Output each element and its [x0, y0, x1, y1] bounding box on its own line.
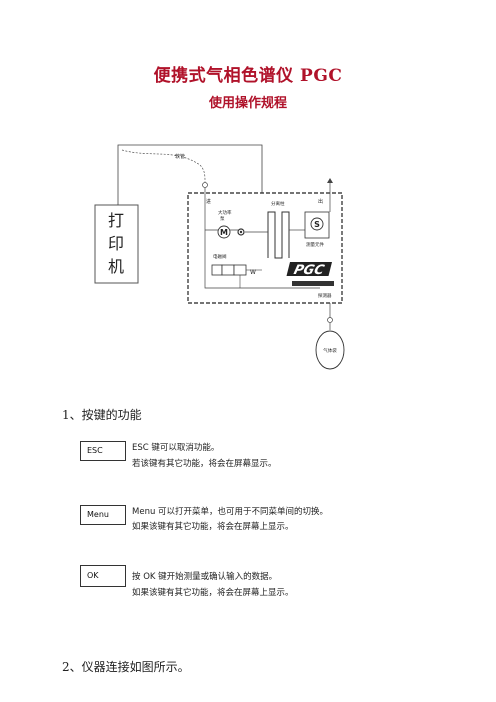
outlet-label: 出	[318, 198, 323, 205]
hose-label: 软管	[175, 153, 185, 160]
probe-label: 探测器	[318, 292, 332, 299]
printer-box	[94, 204, 139, 284]
ok-desc-line1: 按 OK 键开始测量或确认输入的数据。	[132, 572, 278, 582]
inlet-label: 进	[206, 198, 211, 205]
hose-connector	[202, 182, 208, 188]
printer-char-3: 机	[108, 257, 124, 276]
document-subtitle: 使用操作规程	[208, 96, 287, 111]
svg-text:M: M	[220, 228, 228, 237]
brand-strip	[292, 281, 334, 286]
pump-label-line1: 大功率	[218, 209, 232, 216]
printer-char-2: 印	[108, 234, 124, 253]
pgc-logo: PGC	[286, 262, 332, 278]
esc-desc-line2: 若该键有其它功能，将会在屏幕显示。	[132, 459, 277, 469]
hose-line	[121, 149, 206, 183]
detector-icon	[310, 217, 324, 231]
printer-char-1: 打	[108, 211, 124, 230]
printer-cable	[117, 144, 263, 205]
menu-desc-line1: Menu 可以打开菜单，也可用于不同菜单间的切换。	[132, 507, 329, 517]
menu-desc-line2: 如果该键有其它功能，将会在屏幕上显示。	[132, 522, 294, 532]
ok-key: OK	[80, 565, 126, 587]
section1-heading: 1、按键的功能	[62, 408, 142, 422]
section2-heading: 2、仪器连接如图所示。	[62, 660, 190, 674]
esc-desc-line1: ESC 键可以取消功能。	[132, 443, 220, 453]
pump-icon	[217, 225, 231, 239]
svg-text:W: W	[250, 269, 256, 276]
svg-text:S: S	[314, 220, 320, 229]
separation-column-icon	[267, 211, 290, 259]
esc-key: ESC	[80, 441, 126, 461]
instrument-outline	[187, 192, 343, 304]
ok-desc-line2: 如果该键有其它功能，将会在屏幕上显示。	[132, 588, 294, 598]
gas-bag-icon	[315, 330, 345, 370]
valve-coil-icon	[211, 264, 223, 276]
valve-label: 电磁阀	[213, 253, 227, 260]
column-label: 分离柱	[271, 200, 285, 207]
document-title: 便携式气相色谱仪 PGC	[153, 66, 343, 86]
pgc-logo-text: PGC	[292, 263, 326, 278]
pump-label-line2: 泵	[220, 216, 225, 222]
menu-key: Menu	[80, 505, 126, 525]
bag-label: 气体袋	[323, 347, 337, 354]
detector-label: 测量元件	[306, 241, 324, 248]
